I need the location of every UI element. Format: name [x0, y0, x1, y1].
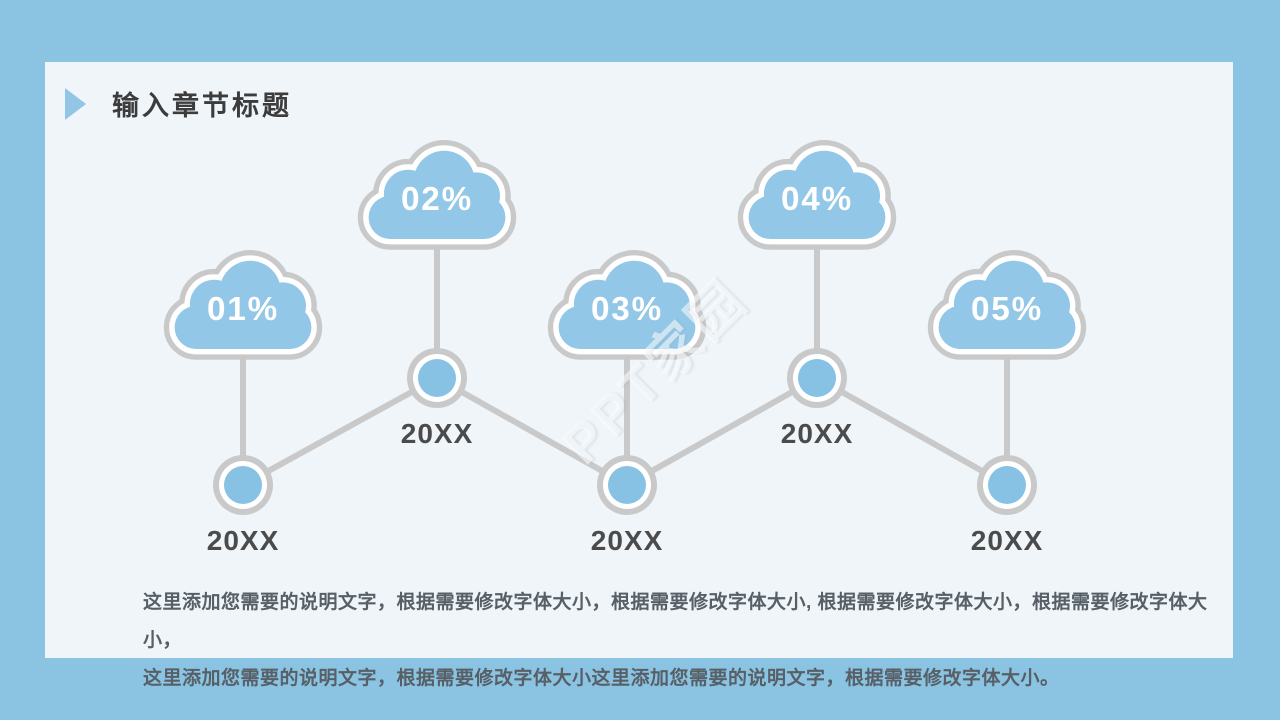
- cloud-callout-1: 01%: [175, 261, 312, 349]
- timeline-node-2: [407, 348, 467, 408]
- connector-line: [435, 375, 629, 488]
- timeline-node-5: [977, 455, 1037, 515]
- year-label-3: 20XX: [591, 525, 664, 556]
- timeline-node-3: [597, 455, 657, 515]
- timeline-node-1: [213, 455, 273, 515]
- title-marker-icon: [65, 87, 86, 120]
- cloud-callout-5: 05%: [939, 261, 1076, 349]
- year-label-1: 20XX: [207, 525, 280, 556]
- timeline-node-4: [787, 348, 847, 408]
- cloud-percvalue: 04%: [781, 181, 853, 218]
- connector-line: [241, 375, 439, 488]
- connector-line: [625, 375, 819, 488]
- section-header: 输入章节标题: [65, 84, 292, 123]
- cloud-percvalue: 02%: [401, 181, 473, 218]
- cloud-percvalue: 05%: [971, 291, 1043, 328]
- description-line-2: 这里添加您需要的说明文字，根据需要修改字体大小这里添加您需要的说明文字，根据需要…: [143, 668, 1060, 689]
- year-label-4: 20XX: [781, 418, 854, 449]
- description-line-1: 这里添加您需要的说明文字，根据需要修改字体大小，根据需要修改字体大小, 根据需要…: [143, 592, 1208, 651]
- cloud-percvalue: 01%: [207, 291, 279, 328]
- year-label-5: 20XX: [971, 525, 1044, 556]
- cloud-callout-2: 02%: [369, 151, 506, 239]
- description-text: 这里添加您需要的说明文字，根据需要修改字体大小，根据需要修改字体大小, 根据需要…: [143, 584, 1213, 698]
- cloud-callout-4: 04%: [749, 151, 886, 239]
- cloud-percvalue: 03%: [591, 291, 663, 328]
- section-title: 输入章节标题: [112, 91, 292, 121]
- year-label-2: 20XX: [401, 418, 474, 449]
- connector-line: [815, 375, 1009, 488]
- cloud-callout-3: 03%: [559, 261, 696, 349]
